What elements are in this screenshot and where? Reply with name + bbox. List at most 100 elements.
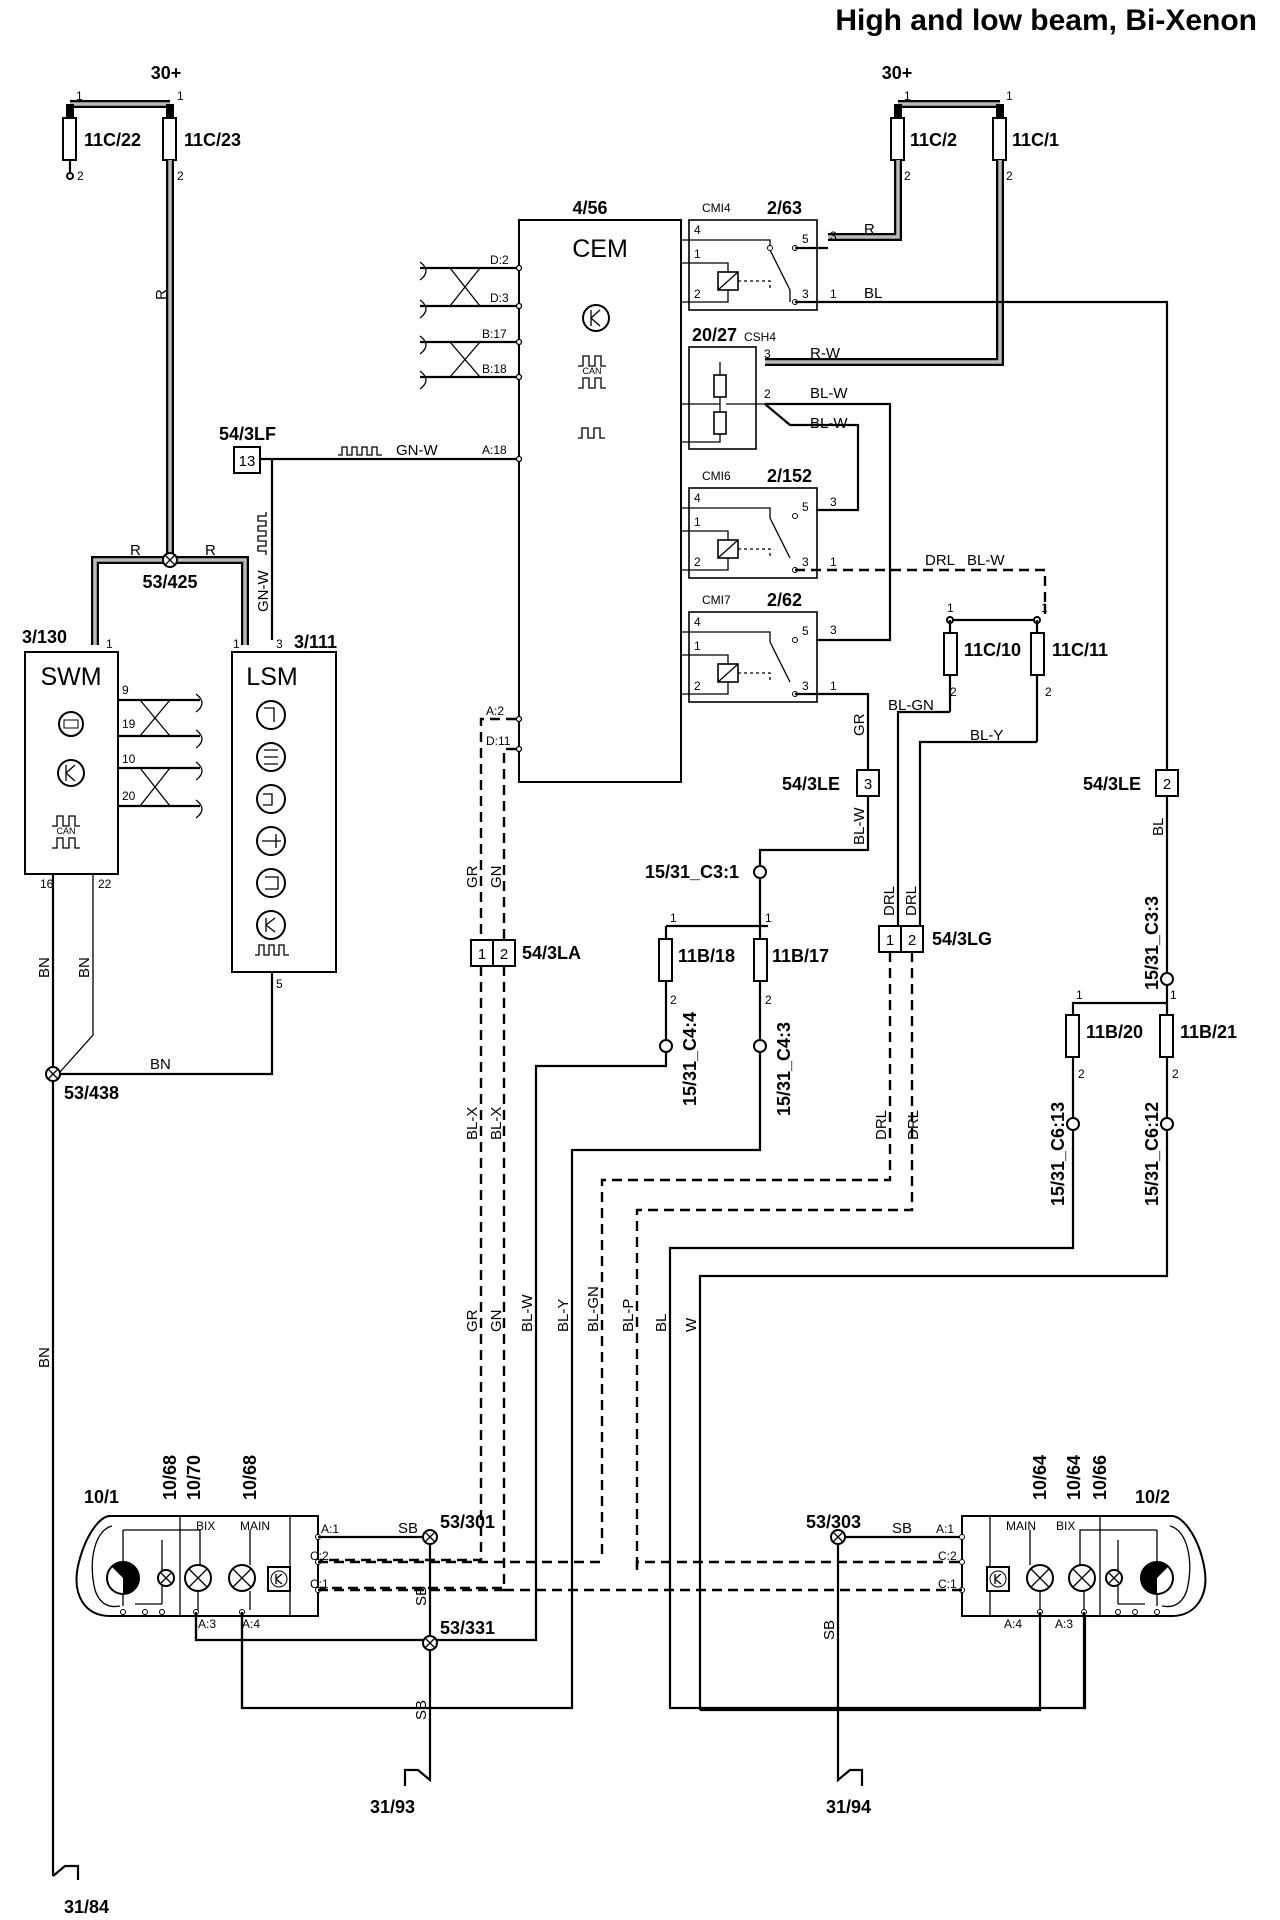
svg-text:BL-W: BL-W xyxy=(967,552,1005,569)
svg-text:GN-W: GN-W xyxy=(396,442,438,459)
svg-text:A:3: A:3 xyxy=(1055,1617,1073,1631)
svg-text:2: 2 xyxy=(908,932,916,949)
fuse-11b18 xyxy=(658,938,673,982)
svg-text:DRL: DRL xyxy=(903,886,920,916)
svg-text:A:1: A:1 xyxy=(321,1522,339,1536)
svg-text:BL-W: BL-W xyxy=(810,385,848,402)
svg-text:15/31_C6:13: 15/31_C6:13 xyxy=(1048,1102,1068,1206)
svg-text:2: 2 xyxy=(77,169,84,183)
svg-text:1: 1 xyxy=(830,679,837,693)
svg-text:1: 1 xyxy=(694,515,701,529)
connector-54-3le-pin3: 54/3LE 3 BL-W 15/31_C3:1 xyxy=(645,769,880,928)
relay-2-63: CMI4 2/63 4 1 2 5 3 3 1 R BL xyxy=(681,198,1169,780)
svg-text:A:1: A:1 xyxy=(936,1522,954,1536)
svg-text:11C/2: 11C/2 xyxy=(910,130,957,150)
fuse-11b17 xyxy=(753,938,768,982)
svg-text:2: 2 xyxy=(1045,685,1052,699)
svg-text:54/3LF: 54/3LF xyxy=(219,424,276,444)
svg-text:54/3LG: 54/3LG xyxy=(932,929,992,949)
svg-text:3/111: 3/111 xyxy=(294,632,337,652)
svg-text:D:11: D:11 xyxy=(486,734,511,748)
svg-text:GN: GN xyxy=(488,1310,505,1333)
svg-text:1: 1 xyxy=(233,637,240,651)
svg-text:BL: BL xyxy=(864,285,882,302)
svg-text:1: 1 xyxy=(177,89,184,103)
svg-text:3/130: 3/130 xyxy=(22,627,67,647)
svg-text:1: 1 xyxy=(765,911,772,925)
svg-text:22: 22 xyxy=(98,877,112,891)
can-pulse-icon xyxy=(52,815,80,849)
svg-text:BL-GN: BL-GN xyxy=(888,697,934,714)
relay-2-62: CMI7 2/62 4 1 2 5 3 3 1 GR xyxy=(681,590,870,770)
svg-text:DRL: DRL xyxy=(925,552,955,569)
svg-text:11B/21: 11B/21 xyxy=(1180,1022,1237,1042)
svg-text:15/31_C4:3: 15/31_C4:3 xyxy=(774,1022,794,1116)
svg-text:DRL: DRL xyxy=(905,1110,922,1140)
svg-text:CSH4: CSH4 xyxy=(744,330,776,344)
svg-text:BL-W: BL-W xyxy=(810,415,848,432)
svg-text:SB: SB xyxy=(398,1520,418,1537)
svg-text:C:1: C:1 xyxy=(938,1577,957,1591)
svg-text:3: 3 xyxy=(830,229,837,243)
svg-text:2: 2 xyxy=(694,679,701,693)
svg-text:1: 1 xyxy=(670,911,677,925)
svg-text:CMI7: CMI7 xyxy=(702,593,731,607)
svg-text:2: 2 xyxy=(1163,776,1171,793)
svg-text:DRL: DRL xyxy=(881,886,898,916)
svg-text:1: 1 xyxy=(1076,988,1083,1002)
svg-text:10/1: 10/1 xyxy=(84,1487,119,1507)
svg-text:BIX: BIX xyxy=(1056,1519,1075,1533)
left-headlamp: 10/1 10/68 10/70 10/68 BIX MAIN A:1 C:2 … xyxy=(75,1455,430,1631)
svg-text:3: 3 xyxy=(802,679,809,693)
svg-text:BL-X: BL-X xyxy=(488,1107,505,1140)
svg-text:C:2: C:2 xyxy=(938,1549,957,1563)
svg-text:2: 2 xyxy=(950,685,957,699)
svg-text:2: 2 xyxy=(1172,1067,1179,1081)
svg-text:SB: SB xyxy=(413,1700,430,1720)
svg-text:10/66: 10/66 xyxy=(1090,1455,1110,1500)
svg-text:B:18: B:18 xyxy=(482,362,507,376)
svg-text:R: R xyxy=(130,542,141,559)
splice-53-425: R R 53/425 xyxy=(91,542,249,645)
fuse-11c1 xyxy=(992,117,1007,161)
svg-text:A:18: A:18 xyxy=(482,443,507,457)
svg-text:BL-X: BL-X xyxy=(464,1107,481,1140)
supply-label-left: 30+ xyxy=(151,63,182,83)
connector-54-3lg: 1 2 54/3LG DRL DRL DRL DRL xyxy=(600,886,992,1570)
svg-text:11C/11: 11C/11 xyxy=(1052,640,1108,660)
svg-text:15/31_C3:3: 15/31_C3:3 xyxy=(1142,896,1162,990)
component-20-27: 20/27 CSH4 3 2 R-W BL-W BL-W xyxy=(681,325,892,642)
svg-text:1: 1 xyxy=(76,89,83,103)
svg-text:R: R xyxy=(153,289,170,300)
svg-text:3: 3 xyxy=(764,347,771,361)
svg-text:2: 2 xyxy=(670,993,677,1007)
svg-text:1: 1 xyxy=(1041,601,1048,615)
diagram-title: High and low beam, Bi-Xenon xyxy=(835,4,1257,37)
svg-text:SWM: SWM xyxy=(40,663,101,691)
svg-text:5: 5 xyxy=(802,232,809,246)
svg-text:11B/18: 11B/18 xyxy=(678,946,735,966)
svg-text:GR: GR xyxy=(851,713,868,736)
svg-text:CMI4: CMI4 xyxy=(702,201,731,215)
svg-text:53/438: 53/438 xyxy=(64,1083,119,1103)
k-line-icon xyxy=(57,759,85,787)
svg-text:GN-W: GN-W xyxy=(255,570,272,612)
svg-text:3: 3 xyxy=(830,623,837,637)
svg-text:5: 5 xyxy=(802,624,809,638)
svg-text:15/31_C6:12: 15/31_C6:12 xyxy=(1142,1102,1162,1206)
svg-text:R: R xyxy=(205,542,216,559)
splices-53-301-53-331: 53/301 SB 53/331 SB 31/93 xyxy=(370,1512,495,1817)
svg-text:15/31_C4:4: 15/31_C4:4 xyxy=(680,1012,700,1106)
svg-text:CMI6: CMI6 xyxy=(702,469,731,483)
svg-text:19: 19 xyxy=(122,717,136,731)
svg-text:11C/10: 11C/10 xyxy=(964,640,1021,660)
svg-text:2/63: 2/63 xyxy=(767,198,802,218)
fuse-11c23 xyxy=(162,117,177,161)
svg-text:10/2: 10/2 xyxy=(1135,1487,1170,1507)
right-headlamp: 53/303 SB SB 31/94 10/64 10/64 10/66 10/… xyxy=(806,1455,1207,1817)
svg-text:BN: BN xyxy=(76,957,93,978)
svg-text:DRL: DRL xyxy=(873,1110,890,1140)
svg-text:2: 2 xyxy=(765,993,772,1007)
svg-text:31/84: 31/84 xyxy=(64,1897,109,1917)
